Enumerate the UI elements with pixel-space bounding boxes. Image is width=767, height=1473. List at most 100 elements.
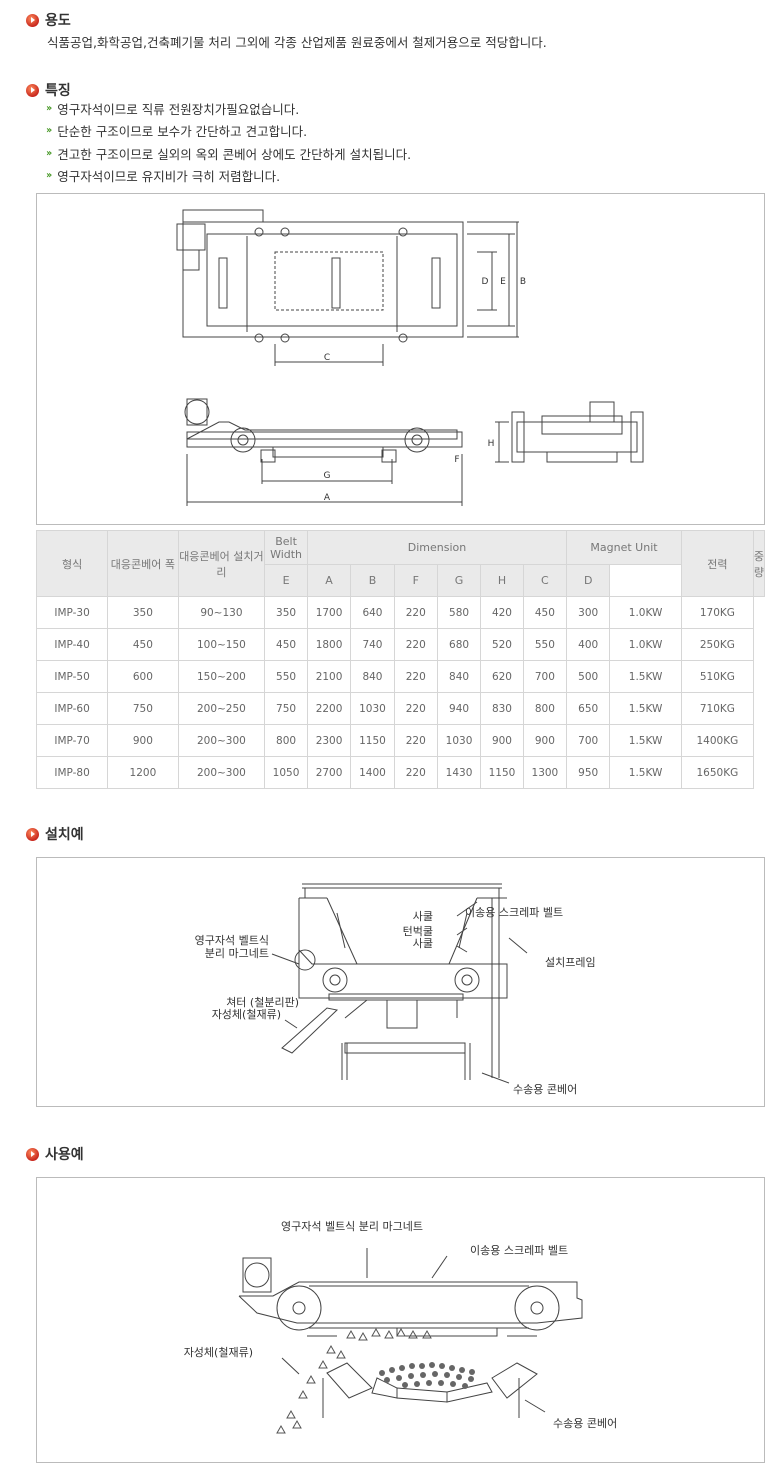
table-cell: 2700 [306, 756, 352, 789]
table-cell: 1.0KW [609, 596, 682, 629]
feature-text: 견고한 구조이므로 실외의 옥외 콘베어 상에도 간단하게 설치됩니다. [57, 146, 412, 162]
table-cell: 500 [566, 660, 611, 693]
usage-description: 식품공업,화학공업,건축폐기물 처리 그외에 각종 산업제품 원료중에서 철제거… [47, 35, 547, 50]
table-cell: 1200 [107, 756, 179, 789]
top-view-slot [218, 257, 228, 309]
table-cell: 830 [480, 692, 524, 725]
header-power: 전력 [680, 530, 754, 597]
magnet-frame [298, 949, 508, 999]
top-view-motor [176, 223, 206, 251]
table-cell: 1030 [350, 692, 395, 725]
label-install-frame: 설치프레임 [545, 956, 596, 969]
table-cell: 1.5KW [609, 660, 682, 693]
table-cell: IMP-60 [35, 692, 109, 725]
table-cell: 350 [107, 596, 179, 629]
table-cell: 200~300 [177, 756, 266, 789]
table-cell: 1.5KW [609, 692, 682, 725]
dim-label-f: F [454, 455, 459, 465]
label-magnet-line1: 영구자석 벨트식 [195, 934, 269, 947]
table-cell: 620 [480, 660, 524, 693]
subheader-b: B [350, 564, 395, 597]
dim-label-a: A [324, 493, 331, 503]
table-cell: 700 [566, 724, 611, 757]
table-cell: 900 [107, 724, 179, 757]
label-use-metal: 자성체(철재류) [184, 1346, 253, 1359]
table-cell: 1030 [436, 724, 482, 757]
install-example-figure: 사쿨 이송용 스크레파 벨트 턴벅쿨 사쿨 영구자석 벨트식 분리 마그네트 설… [36, 857, 765, 1107]
feature-item: ››영구자석이므로 직류 전원장치가필요없습니다. [46, 97, 411, 120]
red-bullet-icon [26, 1147, 39, 1161]
table-cell: 250KG [680, 628, 754, 661]
use-diagram-svg: 영구자석 벨트식 분리 마그네트 이송용 스크레파 벨트 자성체(철재류) 수송… [184, 1220, 617, 1434]
subheader-f: F [393, 564, 438, 597]
subheader-h: H [480, 564, 524, 597]
table-cell: 220 [393, 756, 438, 789]
label-use-conveyor: 수송용 콘베어 [553, 1417, 617, 1430]
table-cell: 200~250 [177, 692, 266, 725]
section-features-header: 특징 [26, 80, 71, 100]
table-cell: 420 [480, 596, 524, 629]
dim-label-c: C [324, 353, 330, 363]
table-cell: 220 [393, 596, 438, 629]
table-cell: 650 [566, 692, 611, 725]
header-model: 형식 [35, 530, 109, 597]
table-cell: 640 [350, 596, 395, 629]
table-cell: 450 [264, 628, 308, 661]
section-title-install: 설치예 [45, 827, 84, 843]
spec-table: 형식 대응콘베어 폭 대응콘베어 설치거리 Belt Width Dimensi… [35, 530, 766, 789]
table-cell: 710KG [680, 692, 754, 725]
end-view-frame [516, 421, 638, 453]
side-view-frame [186, 421, 458, 440]
table-cell: 1150 [480, 756, 524, 789]
table-cell: 1050 [264, 756, 308, 789]
dim-label-h: H [488, 439, 495, 449]
top-view-inner-frame [206, 233, 458, 327]
table-cell: 2200 [306, 692, 352, 725]
top-view-magnet [274, 251, 384, 311]
table-cell: 1650KG [680, 756, 754, 789]
table-cell: 300 [566, 596, 611, 629]
section-title-use: 사용예 [45, 1147, 84, 1163]
top-view-slot [431, 257, 441, 309]
table-cell: 1300 [522, 756, 568, 789]
double-arrow-icon: ›› [46, 147, 52, 159]
feature-list: ››영구자석이므로 직류 전원장치가필요없습니다. ››단순한 구조이므로 보수… [46, 97, 411, 187]
label-magnetic-material: 자성체(철재류) [212, 1008, 281, 1021]
use-example-figure: 영구자석 벨트식 분리 마그네트 이송용 스크레파 벨트 자성체(철재류) 수송… [36, 1177, 765, 1463]
dim-label-g: G [324, 471, 331, 481]
label-pulley-2: 사쿨 [413, 937, 433, 950]
subheader-d: D [566, 564, 611, 597]
label-turnbuckle: 턴벅쿨 [403, 925, 433, 938]
subheader-g: G [436, 564, 482, 597]
top-view-frame [182, 221, 464, 338]
feature-item: ››단순한 구조이므로 보수가 간단하고 견고합니다. [46, 120, 411, 143]
section-use-header: 사용예 [26, 1144, 84, 1164]
header-magnet-unit: Magnet Unit [566, 530, 682, 565]
label-use-scraper: 이송용 스크레파 벨트 [470, 1244, 568, 1257]
feature-item: ››영구자석이므로 유지비가 극히 저렴합니다. [46, 165, 411, 188]
table-cell: 100~150 [177, 628, 266, 661]
table-cell: 740 [350, 628, 395, 661]
red-bullet-icon [26, 13, 39, 27]
table-cell: 350 [264, 596, 308, 629]
dim-label-b: B [520, 277, 526, 287]
label-pulley-1: 사쿨 [413, 910, 433, 923]
table-cell: 200~300 [177, 724, 266, 757]
table-cell: 1150 [350, 724, 395, 757]
dimension-drawing-svg: C D E B G A H F [176, 209, 644, 506]
table-cell: 1400KG [680, 724, 754, 757]
table-cell: 220 [393, 724, 438, 757]
feature-text: 영구자석이므로 유지비가 극히 저렴합니다. [57, 169, 281, 185]
top-view-slot [331, 257, 341, 309]
table-cell: 900 [480, 724, 524, 757]
section-title-usage: 용도 [45, 13, 71, 29]
metal-particles [379, 1362, 475, 1389]
use-motor [242, 1257, 272, 1293]
table-cell: 1430 [436, 756, 482, 789]
feature-text: 단순한 구조이므로 보수가 간단하고 견고합니다. [57, 124, 308, 140]
table-cell: 170KG [680, 596, 754, 629]
table-cell: 840 [350, 660, 395, 693]
table-cell: 400 [566, 628, 611, 661]
